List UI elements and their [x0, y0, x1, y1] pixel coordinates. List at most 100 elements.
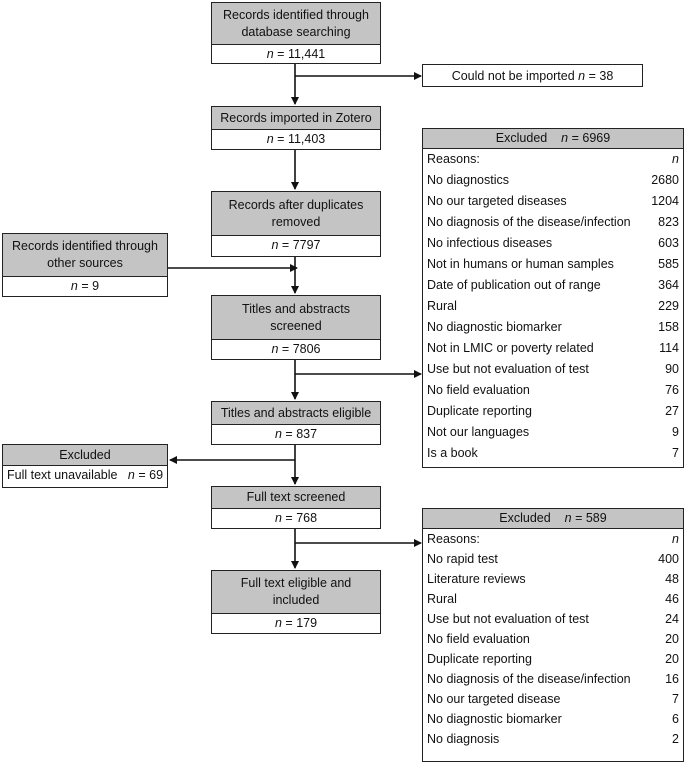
- reason-label: No our targeted diseases: [427, 194, 567, 208]
- reason-label: Use but not evaluation of test: [427, 362, 589, 376]
- reason-row: No our targeted disease 7: [423, 689, 683, 709]
- reason-count: 400: [658, 552, 679, 566]
- excluded-1-header: Excluded n = 6969: [423, 129, 683, 149]
- reason-row: Literature reviews 48: [423, 569, 683, 589]
- reasons-label: Reasons:: [427, 532, 480, 546]
- reason-row: No diagnosis of the disease/infection 823: [423, 212, 683, 233]
- reason-count: 27: [665, 404, 679, 418]
- reason-count: 48: [665, 572, 679, 586]
- reason-label: No rapid test: [427, 552, 498, 566]
- reason-count: 1204: [651, 194, 679, 208]
- box-included-count: n = 179: [274, 616, 318, 630]
- reason-label: Duplicate reporting: [427, 652, 532, 666]
- reasons-label: Reasons:: [427, 152, 480, 166]
- box-fulltext: Full text screened n = 768: [211, 486, 381, 529]
- reason-row: Use but not evaluation of test 90: [423, 359, 683, 380]
- reason-label: Use but not evaluation of test: [427, 612, 589, 626]
- reason-count: 46: [665, 592, 679, 606]
- excluded-1-reasons-row: Reasons: n: [423, 149, 683, 170]
- box-fulltext-label: Full text screened: [212, 487, 380, 509]
- reason-row: No diagnostics 2680: [423, 170, 683, 191]
- box-fulltext-unavailable: Excluded Full text unavailable n = 69: [2, 444, 168, 488]
- box-screened: Titles and abstracts screened n = 7806: [211, 295, 381, 360]
- reason-label: Literature reviews: [427, 572, 526, 586]
- reason-row: Not in LMIC or poverty related 114: [423, 338, 683, 359]
- reason-label: Is a book: [427, 446, 478, 460]
- box-dedup-label: Records after duplicates removed: [212, 192, 380, 236]
- reason-label: No diagnostic biomarker: [427, 712, 562, 726]
- box-other-sources: Records identified through other sources…: [2, 233, 168, 297]
- box-dedup: Records after duplicates removed n = 779…: [211, 191, 381, 257]
- box-fulltext-count: n = 768: [274, 511, 318, 525]
- reason-count: 90: [665, 362, 679, 376]
- box-included: Full text eligible and included n = 179: [211, 570, 381, 634]
- reason-count: 76: [665, 383, 679, 397]
- reason-label: No diagnosis of the disease/infection: [427, 672, 631, 686]
- reason-count: 24: [665, 612, 679, 626]
- reason-label: No diagnostic biomarker: [427, 320, 562, 334]
- reasons-n: n: [672, 152, 679, 166]
- reason-label: Duplicate reporting: [427, 404, 532, 418]
- reason-count: 6: [672, 712, 679, 726]
- box-not-imported: Could not be imported n = 38: [422, 64, 643, 87]
- reason-row: No diagnostic biomarker 158: [423, 317, 683, 338]
- box-eligible-label: Titles and abstracts eligible: [212, 402, 380, 425]
- box-screened-label: Titles and abstracts screened: [212, 296, 380, 340]
- reason-label: No diagnosis of the disease/infection: [427, 215, 631, 229]
- reason-label: No diagnosis: [427, 732, 500, 746]
- reason-count: 114: [659, 341, 679, 355]
- excluded-table-1: Excluded n = 6969 Reasons: n No diagnost…: [422, 128, 684, 468]
- excluded-2-reasons-row: Reasons: n: [423, 529, 683, 549]
- box-imported-label: Records imported in Zotero: [212, 107, 380, 130]
- box-imported: Records imported in Zotero n = 11,403: [211, 106, 381, 150]
- fulltext-unavailable-text: Full text unavailable n = 69: [7, 468, 164, 482]
- reason-label: No field evaluation: [427, 383, 530, 397]
- reason-row: No diagnosis of the disease/infection 16: [423, 669, 683, 689]
- box-eligible: Titles and abstracts eligible n = 837: [211, 401, 381, 445]
- reason-count: 229: [658, 299, 679, 313]
- reason-row: No field evaluation 20: [423, 629, 683, 649]
- reason-label: No field evaluation: [427, 632, 530, 646]
- box-dedup-count: n = 7797: [271, 238, 321, 252]
- reason-label: Not in LMIC or poverty related: [427, 341, 594, 355]
- box-imported-count: n = 11,403: [266, 132, 326, 146]
- reason-count: 158: [658, 320, 679, 334]
- reason-count: 823: [658, 215, 679, 229]
- reason-count: 20: [665, 652, 679, 666]
- box-identified-count: n = 11,441: [266, 47, 326, 61]
- reason-count: 364: [658, 278, 679, 292]
- reason-label: Not in humans or human samples: [427, 257, 614, 271]
- reason-count: 2680: [651, 173, 679, 187]
- reason-row: No infectious diseases 603: [423, 233, 683, 254]
- reason-row: Not in humans or human samples 585: [423, 254, 683, 275]
- box-identified-label: Records identified through database sear…: [212, 3, 380, 45]
- box-other-count: n = 9: [70, 279, 100, 293]
- box-identified: Records identified through database sear…: [211, 2, 381, 64]
- reason-label: No our targeted disease: [427, 692, 561, 706]
- excluded-2-header: Excluded n = 589: [423, 509, 683, 529]
- fulltext-unavailable-title: Excluded: [3, 445, 167, 466]
- reason-count: 585: [658, 257, 679, 271]
- reason-row: Duplicate reporting 27: [423, 401, 683, 422]
- box-other-label: Records identified through other sources: [3, 234, 167, 277]
- reason-row: No diagnostic biomarker 6: [423, 709, 683, 729]
- reason-count: 20: [665, 632, 679, 646]
- not-imported-text: Could not be imported n = 38: [451, 68, 614, 83]
- reason-row: No rapid test 400: [423, 549, 683, 569]
- box-screened-count: n = 7806: [271, 342, 321, 356]
- reason-label: No diagnostics: [427, 173, 509, 187]
- reason-count: 603: [658, 236, 679, 250]
- excluded-table-2: Excluded n = 589 Reasons: n No rapid tes…: [422, 508, 684, 762]
- reason-count: 7: [672, 692, 679, 706]
- box-included-label: Full text eligible and included: [212, 571, 380, 614]
- reason-count: 16: [665, 672, 679, 686]
- reason-row: Use but not evaluation of test 24: [423, 609, 683, 629]
- reason-label: No infectious diseases: [427, 236, 553, 250]
- reason-row: No field evaluation 76: [423, 380, 683, 401]
